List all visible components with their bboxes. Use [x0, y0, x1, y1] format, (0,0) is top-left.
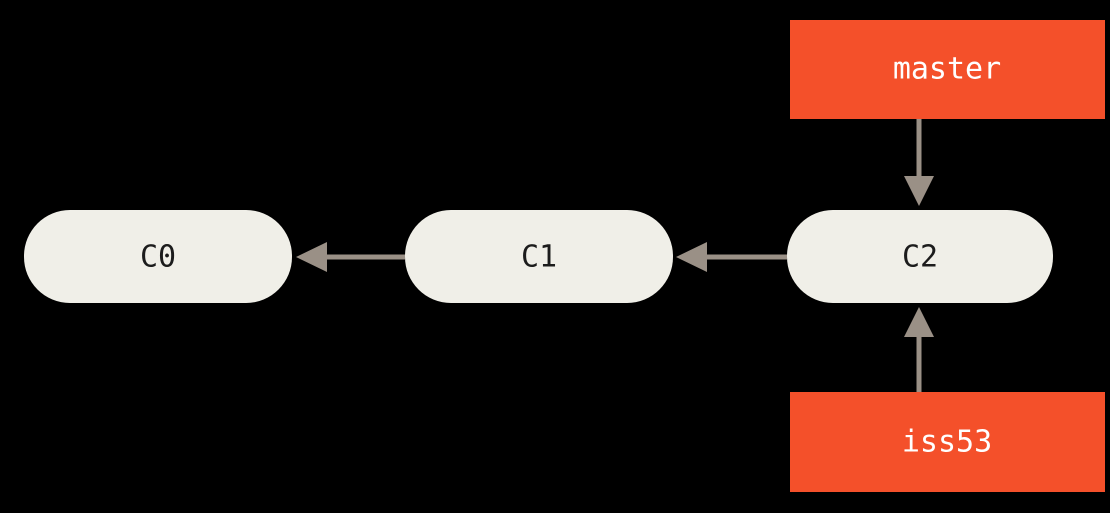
arrow-master-to-c2 [904, 119, 934, 206]
commit-node-c2[interactable]: C2 [787, 210, 1053, 303]
branch-pointer-iss53[interactable]: iss53 [790, 392, 1105, 492]
branch-label-iss53: iss53 [902, 425, 992, 460]
arrow-iss53-to-c2 [904, 307, 934, 392]
arrow-c2-to-c1 [676, 242, 787, 272]
commit-label-c2: C2 [902, 240, 938, 275]
commit-shape-c1 [405, 210, 673, 303]
commit-label-c0: C0 [140, 240, 176, 275]
arrow-c1-to-c0 [296, 242, 405, 272]
commit-node-c0[interactable]: C0 [24, 210, 292, 303]
branch-pointer-master[interactable]: master [790, 20, 1105, 119]
branch-label-master: master [893, 52, 1001, 87]
commit-label-c1: C1 [521, 240, 557, 275]
commit-shape-c2 [787, 210, 1053, 303]
commit-shape-c0 [24, 210, 292, 303]
branch-shape-master [790, 20, 1105, 119]
commit-node-c1[interactable]: C1 [405, 210, 673, 303]
branch-shape-iss53 [790, 392, 1105, 492]
